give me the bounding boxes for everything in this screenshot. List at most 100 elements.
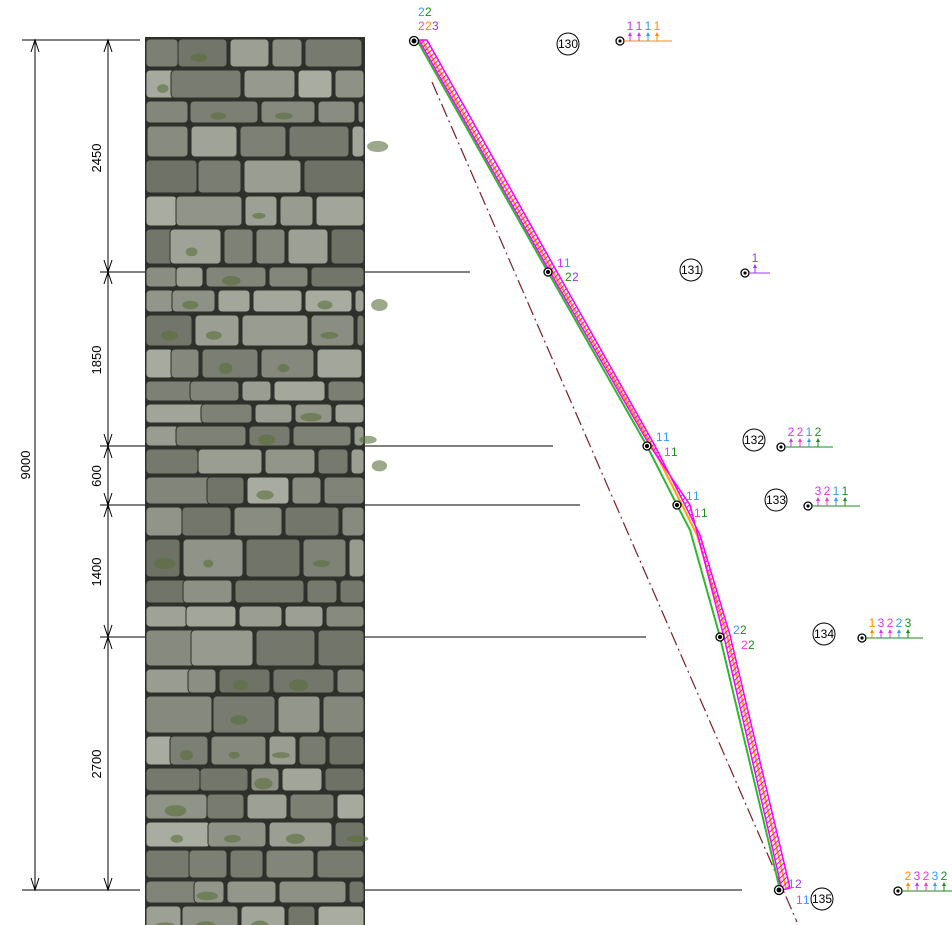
wall-stone bbox=[279, 195, 314, 227]
point-label-digit: 1 bbox=[693, 489, 700, 503]
wall-moss bbox=[346, 835, 369, 843]
wall-stone bbox=[339, 579, 365, 604]
glyph-digit: 1 bbox=[806, 425, 813, 439]
survey-points bbox=[408, 35, 785, 896]
wall-stone bbox=[177, 38, 228, 68]
glyph-digit: 3 bbox=[878, 616, 885, 630]
wall-stone bbox=[317, 905, 365, 925]
wall-moss bbox=[288, 679, 309, 691]
point-label-digit: 1 bbox=[796, 893, 803, 907]
point-label-digit: 2 bbox=[418, 19, 425, 33]
wall-stone bbox=[238, 605, 283, 628]
wall-moss bbox=[224, 834, 241, 843]
wall-stone bbox=[169, 228, 222, 265]
wall-stone bbox=[145, 605, 188, 628]
station-id-label: 134 bbox=[814, 627, 834, 641]
survey-point-130-marker bbox=[408, 35, 420, 47]
point-label-digit: 1 bbox=[671, 445, 678, 459]
point-label-digit: 1 bbox=[686, 489, 693, 503]
wall-stone bbox=[255, 228, 286, 265]
wall-moss bbox=[230, 715, 248, 725]
wall-stone bbox=[310, 314, 355, 347]
wall-stone bbox=[306, 579, 338, 604]
wall-stone bbox=[268, 735, 297, 766]
wall-stone bbox=[206, 476, 245, 505]
wall-stone bbox=[145, 348, 174, 379]
wall-stone bbox=[304, 289, 353, 313]
wall-stone bbox=[354, 289, 365, 313]
wall-moss bbox=[317, 300, 333, 310]
wall-stone bbox=[268, 266, 309, 288]
wall-stone bbox=[145, 880, 200, 904]
survey-point-135-marker bbox=[773, 884, 785, 896]
glyph-digit: 1 bbox=[752, 251, 759, 265]
survey-point-131-marker bbox=[543, 267, 553, 277]
wall-stone bbox=[289, 793, 335, 820]
wall-stone bbox=[197, 159, 242, 194]
wall-moss bbox=[252, 212, 266, 219]
wall-stone bbox=[317, 629, 365, 667]
wall-stone bbox=[241, 380, 272, 402]
point-label-digit: 1 bbox=[803, 893, 810, 907]
wall-stone bbox=[278, 880, 347, 904]
wall-stone bbox=[330, 228, 365, 265]
wall-stone bbox=[303, 159, 365, 194]
glyph-digit: 2 bbox=[923, 869, 930, 883]
wall-stone bbox=[348, 538, 365, 578]
wall-moss bbox=[285, 833, 305, 844]
wall-stone bbox=[145, 425, 180, 447]
wall-stone bbox=[182, 538, 244, 578]
wall-stone bbox=[145, 579, 188, 604]
glyph-digit: 2 bbox=[887, 616, 894, 630]
wall-moss bbox=[320, 331, 339, 339]
point-label-digit: 2 bbox=[425, 19, 432, 33]
wall-stone bbox=[334, 821, 365, 848]
wall-stone bbox=[315, 195, 365, 227]
wall-stone bbox=[190, 125, 238, 158]
point-label-digit: 2 bbox=[740, 623, 747, 637]
wall-stone bbox=[255, 629, 316, 667]
wall-profile-curve bbox=[416, 39, 791, 891]
wall-stone bbox=[145, 403, 206, 424]
wall-stone bbox=[145, 100, 189, 124]
wall-stone bbox=[145, 735, 174, 766]
wall-stone bbox=[324, 767, 365, 792]
point-label-digit: 2 bbox=[565, 270, 572, 284]
glyph-digit: 2 bbox=[941, 869, 948, 883]
wall-moss bbox=[203, 559, 214, 568]
wall-stone bbox=[317, 100, 356, 124]
wall-stone bbox=[234, 579, 305, 604]
wall-stone bbox=[243, 159, 302, 194]
dim-segment-4-label: 1400 bbox=[89, 558, 104, 587]
wall-stone bbox=[254, 403, 293, 424]
wall-moss bbox=[371, 299, 388, 311]
wall-stone bbox=[281, 767, 323, 792]
wall-stone bbox=[297, 69, 333, 99]
glyph-digit: 2 bbox=[797, 425, 804, 439]
wall-moss bbox=[164, 805, 187, 817]
wall-stone bbox=[334, 403, 365, 424]
wall-moss bbox=[228, 751, 240, 759]
wall-stone bbox=[187, 668, 217, 694]
dim-segment-3-label: 600 bbox=[89, 465, 104, 487]
wall-stone bbox=[351, 125, 365, 158]
glyph-digit: 1 bbox=[842, 484, 849, 498]
wall-moss bbox=[312, 560, 330, 568]
wall-stone bbox=[302, 538, 347, 578]
wall-stone bbox=[212, 695, 276, 734]
wall-stone bbox=[210, 735, 267, 766]
wall-stone bbox=[181, 905, 239, 925]
station-id-label: 133 bbox=[766, 493, 786, 507]
wall-stone bbox=[240, 905, 286, 925]
wall-stone bbox=[292, 425, 352, 447]
point-label-digit: 2 bbox=[418, 5, 425, 19]
wall-stone bbox=[199, 767, 249, 792]
glyph-digit: 2 bbox=[905, 869, 912, 883]
wall-stone bbox=[229, 38, 270, 68]
point-label-digit: 1 bbox=[788, 877, 795, 891]
wall-stone bbox=[334, 69, 365, 99]
wall-stone bbox=[353, 425, 365, 447]
